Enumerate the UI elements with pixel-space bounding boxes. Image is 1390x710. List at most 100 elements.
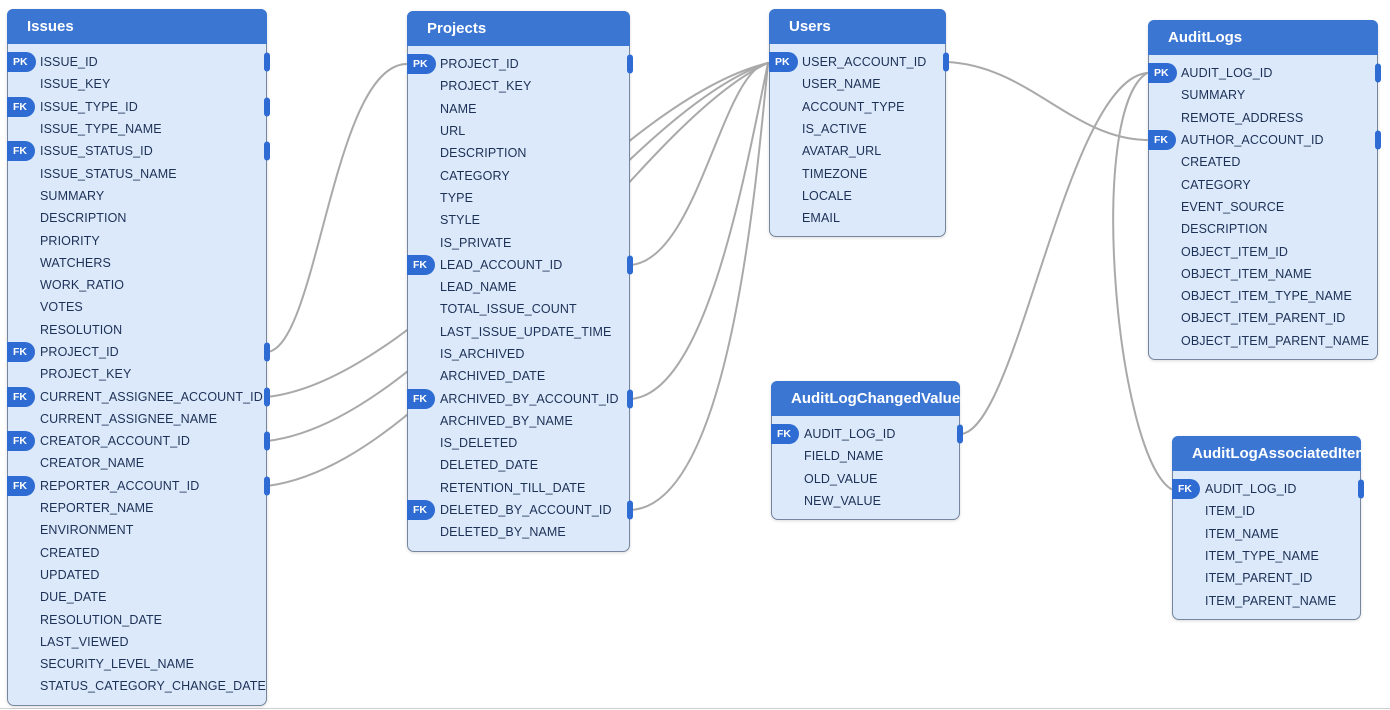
column-row[interactable]: PRIORITY — [8, 229, 266, 251]
column-row[interactable]: CURRENT_ASSIGNEE_NAME — [8, 408, 266, 430]
column-row[interactable]: VOTES — [8, 296, 266, 318]
column-row[interactable]: REMOTE_ADDRESS — [1149, 107, 1377, 129]
connection-port[interactable] — [264, 476, 270, 496]
column-row[interactable]: OBJECT_ITEM_ID — [1149, 240, 1377, 262]
column-row[interactable]: DESCRIPTION — [8, 207, 266, 229]
column-row[interactable]: PROJECT_KEY — [408, 75, 629, 97]
connection-port[interactable] — [1375, 63, 1381, 83]
column-row[interactable]: EMAIL — [770, 207, 945, 229]
column-row[interactable]: SECURITY_LEVEL_NAME — [8, 653, 266, 675]
column-row[interactable]: ITEM_NAME — [1173, 523, 1360, 545]
column-row[interactable]: ARCHIVED_BY_NAME — [408, 410, 629, 432]
column-row[interactable]: ITEM_PARENT_ID — [1173, 567, 1360, 589]
column-row[interactable]: OBJECT_ITEM_TYPE_NAME — [1149, 285, 1377, 307]
column-row[interactable]: DELETED_BY_NAME — [408, 521, 629, 543]
relationship-line[interactable] — [945, 61, 1148, 141]
column-row[interactable]: ITEM_TYPE_NAME — [1173, 545, 1360, 567]
column-row[interactable]: REPORTER_NAME — [8, 497, 266, 519]
column-row[interactable]: IS_DELETED — [408, 432, 629, 454]
column-row[interactable]: TIMEZONE — [770, 162, 945, 184]
connection-port[interactable] — [264, 342, 270, 362]
connection-port[interactable] — [957, 424, 963, 444]
column-row[interactable]: IS_PRIVATE — [408, 231, 629, 253]
column-row[interactable]: SUMMARY — [8, 185, 266, 207]
table-header[interactable]: AuditLogChangedValues — [771, 381, 969, 416]
connection-port[interactable] — [627, 500, 633, 520]
connection-port[interactable] — [264, 52, 270, 72]
column-row[interactable]: ENVIRONMENT — [8, 519, 266, 541]
connection-port[interactable] — [264, 431, 270, 451]
column-row[interactable]: TYPE — [408, 187, 629, 209]
column-row[interactable]: WORK_RATIO — [8, 274, 266, 296]
column-row[interactable]: ISSUE_TYPE_NAME — [8, 118, 266, 140]
column-row[interactable]: WATCHERS — [8, 252, 266, 274]
column-row[interactable]: LAST_VIEWED — [8, 631, 266, 653]
column-row[interactable]: DESCRIPTION — [1149, 218, 1377, 240]
column-row[interactable]: IS_ACTIVE — [770, 118, 945, 140]
connection-port[interactable] — [627, 54, 633, 74]
relationship-line[interactable] — [266, 63, 407, 353]
column-row[interactable]: EVENT_SOURCE — [1149, 196, 1377, 218]
relationship-line[interactable] — [629, 62, 769, 266]
column-row[interactable]: IS_ARCHIVED — [408, 343, 629, 365]
column-row[interactable]: RESOLUTION — [8, 319, 266, 341]
column-row[interactable]: CREATOR_NAME — [8, 452, 266, 474]
column-row[interactable]: ITEM_ID — [1173, 500, 1360, 522]
column-row[interactable]: AVATAR_URL — [770, 140, 945, 162]
column-row[interactable]: USER_NAME — [770, 73, 945, 95]
column-row[interactable]: SUMMARY — [1149, 84, 1377, 106]
table-header[interactable]: Users — [769, 9, 946, 44]
column-row[interactable]: RESOLUTION_DATE — [8, 608, 266, 630]
table-header[interactable]: AuditLogs — [1148, 20, 1378, 55]
column-row[interactable]: STYLE — [408, 209, 629, 231]
column-row[interactable]: ITEM_PARENT_NAME — [1173, 589, 1360, 611]
column-row[interactable]: UPDATED — [8, 564, 266, 586]
column-row[interactable]: CATEGORY — [1149, 173, 1377, 195]
relationship-line[interactable] — [629, 62, 769, 511]
column-row[interactable]: LAST_ISSUE_UPDATE_TIME — [408, 321, 629, 343]
column-row[interactable]: LOCALE — [770, 185, 945, 207]
connection-port[interactable] — [1375, 130, 1381, 150]
column-row[interactable]: DUE_DATE — [8, 586, 266, 608]
relationship-line[interactable] — [629, 62, 769, 400]
column-row[interactable]: NEW_VALUE — [772, 490, 959, 512]
connection-port[interactable] — [264, 97, 270, 117]
column-row[interactable]: OBJECT_ITEM_NAME — [1149, 263, 1377, 285]
table-header[interactable]: Projects — [407, 11, 630, 46]
connection-port[interactable] — [627, 255, 633, 275]
connection-port[interactable] — [943, 52, 949, 72]
connection-port[interactable] — [627, 389, 633, 409]
column-row[interactable]: NAME — [408, 98, 629, 120]
column-row[interactable]: STATUS_CATEGORY_CHANGE_DATE — [8, 675, 266, 697]
column-row[interactable]: OBJECT_ITEM_PARENT_NAME — [1149, 330, 1377, 352]
column-row[interactable]: ISSUE_STATUS_NAME — [8, 162, 266, 184]
column-row[interactable]: PROJECT_KEY — [8, 363, 266, 385]
connection-port[interactable] — [1358, 479, 1364, 499]
connection-port[interactable] — [264, 387, 270, 407]
column-row[interactable]: ACCOUNT_TYPE — [770, 96, 945, 118]
column-row[interactable]: OLD_VALUE — [772, 468, 959, 490]
column-row[interactable]: ISSUE_KEY — [8, 73, 266, 95]
table-header[interactable]: AuditLogAssociatedItems — [1172, 436, 1377, 471]
column-row[interactable]: OBJECT_ITEM_PARENT_ID — [1149, 307, 1377, 329]
relationship-line[interactable] — [1112, 72, 1172, 490]
